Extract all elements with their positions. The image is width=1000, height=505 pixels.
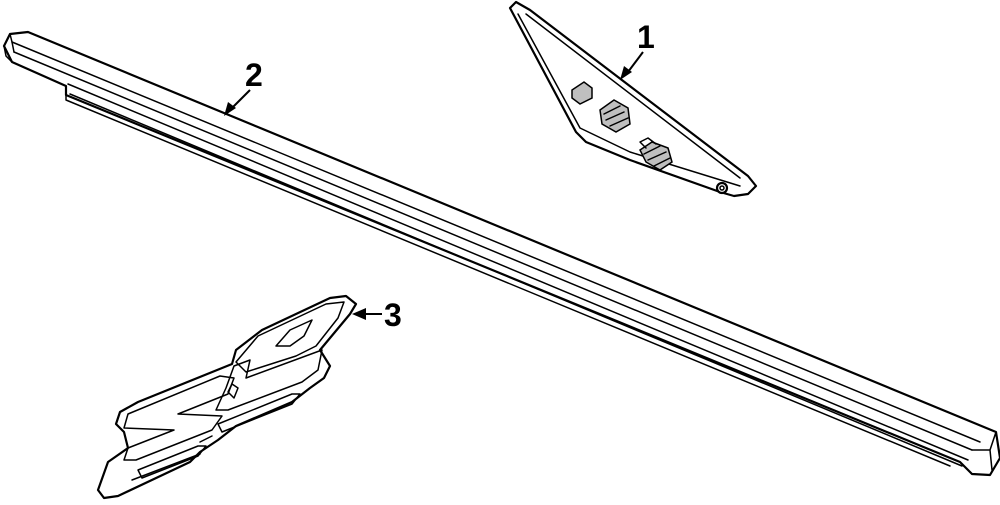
trim-clip-1 xyxy=(571,81,593,105)
callout-3-label: 3 xyxy=(384,297,402,333)
molding-end-cap-left xyxy=(3,33,15,63)
trim-screw-head xyxy=(719,185,725,191)
callout-2: 2 xyxy=(224,57,263,116)
callout-2-label: 2 xyxy=(245,57,263,93)
emblem-post xyxy=(227,383,239,399)
callout-3-arrow xyxy=(352,308,366,320)
trim-clip-2-ribs xyxy=(603,105,629,127)
molding-top-edge xyxy=(11,41,981,443)
emblem-letter-0-inner xyxy=(275,319,313,347)
molding-groove-1 xyxy=(13,51,973,451)
trim-screw xyxy=(715,181,729,195)
callout-2-leader xyxy=(231,89,251,109)
callout-1: 1 xyxy=(620,19,655,80)
emblem-letter-0 xyxy=(235,301,345,373)
trim-inner-edge xyxy=(517,13,741,187)
molding-body xyxy=(2,30,1000,477)
emblem-bar-upper xyxy=(217,393,301,433)
callout-1-leader xyxy=(627,51,644,73)
molding-lower-flange xyxy=(65,85,951,467)
part-3-emblem xyxy=(96,294,358,500)
molding-end-cap-right xyxy=(971,431,997,471)
trim-inner-edge-2 xyxy=(525,13,741,179)
emblem-base xyxy=(96,294,358,500)
trim-body xyxy=(508,0,758,198)
emblem-dash xyxy=(199,435,213,443)
callout-1-arrow xyxy=(620,66,632,80)
trim-tab xyxy=(639,137,657,149)
callout-3: 3 xyxy=(352,297,402,333)
part-1-sail-trim xyxy=(508,0,758,198)
emblem-letter-6 xyxy=(215,349,323,411)
trim-clip-3-ribs xyxy=(643,145,671,167)
emblem-bar-lower-2 xyxy=(131,453,201,481)
molding-groove-3 xyxy=(69,93,963,467)
callout-2-arrow xyxy=(224,102,236,116)
molding-groove-2 xyxy=(67,83,969,461)
part-2-belt-molding xyxy=(2,30,1000,477)
emblem-letter-z xyxy=(123,375,235,461)
callout-1-label: 1 xyxy=(637,19,655,55)
